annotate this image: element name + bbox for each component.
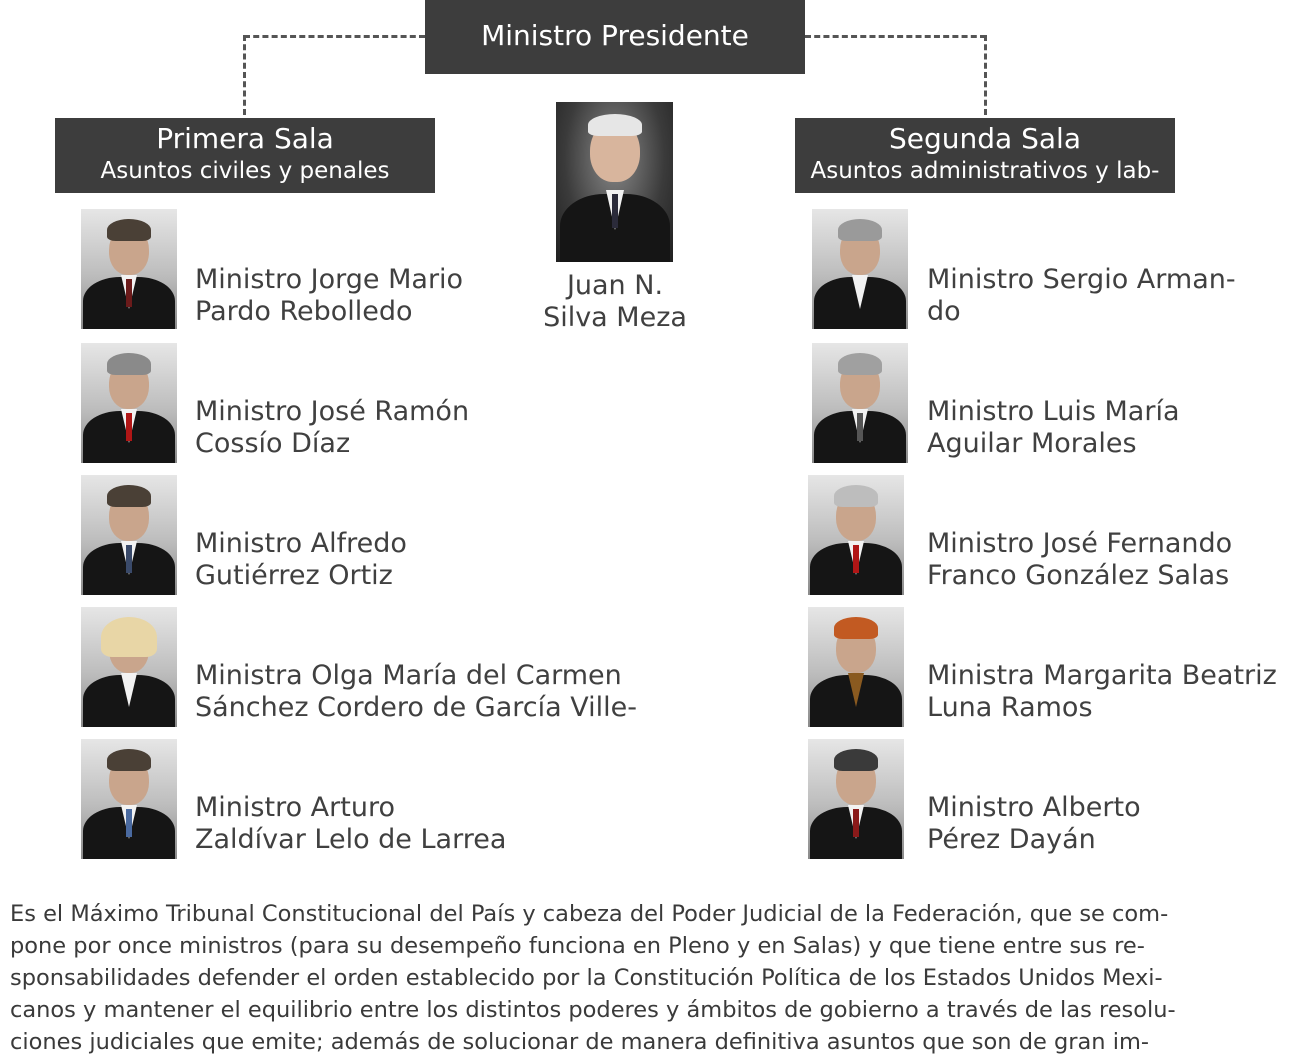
member-name-line2: Cossío Díaz: [195, 428, 351, 459]
member-name-line2: Luna Ramos: [927, 692, 1093, 723]
description-line: sponsabilidades defender el orden establ…: [10, 965, 1163, 991]
member-name-line1: Ministro José Ramón: [195, 396, 470, 427]
member-name: Ministra Olga María del Carmen Sánchez C…: [195, 660, 637, 724]
president-name-line2: Silva Meza: [543, 302, 687, 333]
member-name: Ministro José Ramón Cossío Díaz: [195, 396, 469, 460]
member-name: Ministro Arturo Zaldívar Lelo de Larrea: [195, 792, 506, 856]
member-name-line2: do: [927, 296, 961, 327]
member-name-line1: Ministro Alberto: [927, 792, 1141, 823]
connector-right-horizontal: [805, 35, 986, 38]
member-photo: [81, 607, 177, 727]
member-name: Ministro Luis María Aguilar Morales: [927, 396, 1180, 460]
member-name: Ministra Margarita Beatriz Luna Ramos: [927, 660, 1277, 724]
member-name-line1: Ministra Olga María del Carmen: [195, 660, 622, 691]
member-photo: [812, 343, 908, 463]
president-name-line1: Juan N.: [566, 270, 664, 301]
member-name-line2: Pardo Rebolledo: [195, 296, 413, 327]
segunda-sala-subtitle: Asuntos administrativos y lab-: [810, 158, 1160, 184]
member-photo: [808, 739, 904, 859]
member-photo: [812, 209, 908, 329]
member-name-line1: Ministro Arturo: [195, 792, 395, 823]
member-photo: [81, 475, 177, 595]
member-name-line2: Gutiérrez Ortiz: [195, 560, 393, 591]
member-name: Ministro José Fernando Franco González S…: [927, 528, 1232, 592]
primera-sala-subtitle: Asuntos civiles y penales: [100, 158, 390, 184]
member-photo: [81, 739, 177, 859]
connector-left-horizontal: [244, 35, 425, 38]
member-name-line1: Ministro Alfredo: [195, 528, 407, 559]
member-name: Ministro Alberto Pérez Dayán: [927, 792, 1141, 856]
member-name-line1: Ministro Sergio Arman-: [927, 264, 1236, 295]
member-name-line1: Ministra Margarita Beatriz: [927, 660, 1277, 691]
description-line: Es el Máximo Tribunal Constitucional del…: [10, 901, 1169, 927]
member-photo: [81, 343, 177, 463]
member-name-line2: Franco González Salas: [927, 560, 1230, 591]
member-name-line1: Ministro Jorge Mario: [195, 264, 464, 295]
member-name-line2: Zaldívar Lelo de Larrea: [195, 824, 507, 855]
primera-sala-box: Primera Sala Asuntos civiles y penales: [55, 118, 435, 193]
member-photo: [81, 209, 177, 329]
segunda-sala-title: Segunda Sala: [889, 122, 1081, 155]
member-name: Ministro Sergio Arman- do: [927, 264, 1236, 328]
member-photo: [808, 475, 904, 595]
description-line: pone por once ministros (para su desempe…: [10, 933, 1145, 959]
member-name-line1: Ministro José Fernando: [927, 528, 1233, 559]
member-name-line2: Sánchez Cordero de García Ville-: [195, 692, 637, 723]
primera-sala-title: Primera Sala: [156, 122, 334, 155]
member-name-line1: Ministro Luis María: [927, 396, 1180, 427]
member-name-line2: Pérez Dayán: [927, 824, 1096, 855]
connector-left-vertical: [243, 35, 246, 115]
description-paragraph: Es el Máximo Tribunal Constitucional del…: [10, 898, 1284, 1058]
president-box-label: Ministro Presidente: [481, 19, 749, 52]
description-line: ciones judiciales que emite; además de s…: [10, 1029, 1149, 1055]
president-photo: [556, 102, 673, 262]
segunda-sala-box: Segunda Sala Asuntos administrativos y l…: [795, 118, 1175, 193]
member-name: Ministro Alfredo Gutiérrez Ortiz: [195, 528, 407, 592]
connector-right-vertical: [984, 35, 987, 115]
president-box: Ministro Presidente: [425, 0, 805, 74]
president-name: Juan N. Silva Meza: [530, 270, 700, 334]
member-name: Ministro Jorge Mario Pardo Rebolledo: [195, 264, 463, 328]
member-photo: [808, 607, 904, 727]
description-line: canos y mantener el equilibrio entre los…: [10, 997, 1176, 1023]
member-name-line2: Aguilar Morales: [927, 428, 1137, 459]
